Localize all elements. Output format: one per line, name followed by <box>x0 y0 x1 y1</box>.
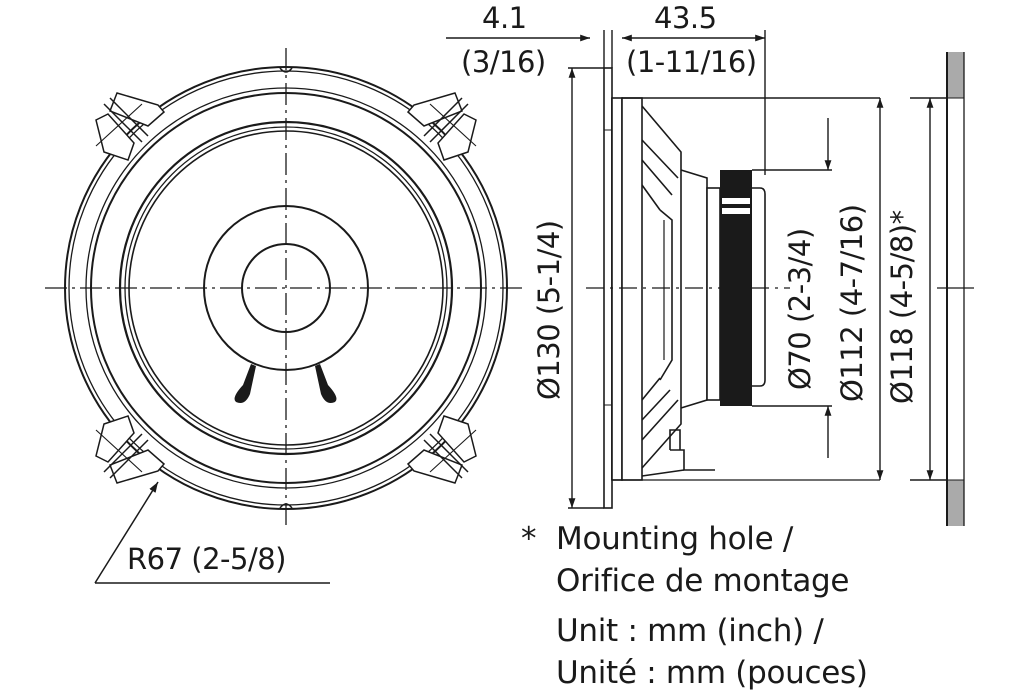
radius-label: R67 (2-5/8) <box>127 542 286 576</box>
mounting-hole-diameter-label: Ø118 (4-5/8)* <box>885 210 919 404</box>
magnet-diameter-label: Ø70 (2-3/4) <box>783 228 817 390</box>
flange-thickness-mm: 4.1 <box>482 1 527 35</box>
asterisk-marker: * <box>521 521 537 557</box>
dimension-lines <box>446 30 946 509</box>
terminal-icon <box>234 364 337 403</box>
note-unit-fr: Unité : mm (pouces) <box>556 655 868 691</box>
side-view <box>586 67 880 509</box>
flange-thickness-inch: (3/16) <box>461 45 546 79</box>
mount-depth-inch: (1-11/16) <box>626 45 757 79</box>
note-mounting-hole-en: Mounting hole / <box>556 521 794 557</box>
front-view <box>45 48 525 584</box>
note-mounting-hole-fr: Orifice de montage <box>556 563 850 599</box>
note-unit-en: Unit : mm (inch) / <box>556 613 824 649</box>
basket-diameter-label: Ø112 (4-7/16) <box>835 204 869 402</box>
outer-diameter-label: Ø130 (5-1/4) <box>532 220 566 400</box>
mounting-cutout <box>937 52 974 526</box>
mount-depth-mm: 43.5 <box>654 1 717 35</box>
